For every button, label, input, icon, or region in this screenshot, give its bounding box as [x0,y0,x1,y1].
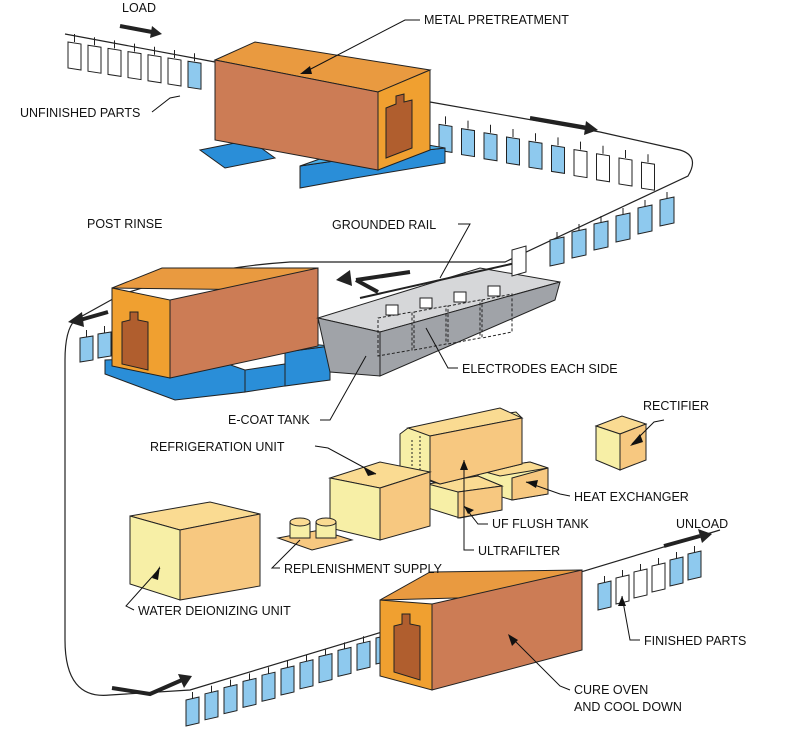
ecoat-tank-label: E-COAT TANK [228,413,310,427]
cure-oven-side [431,569,583,691]
replenishment-supply-label: REPLENISHMENT SUPPLY [284,562,443,576]
part-panel [127,51,142,81]
part-panel [185,696,200,727]
part-panel [97,331,112,359]
rectifier-label: RECTIFIER [643,399,709,413]
part-panel [506,136,520,166]
part-panel [687,550,702,581]
part-panel [659,196,675,227]
arrow-icon [68,310,109,327]
uf-flush-tank-label: UF FLUSH TANK [492,517,589,531]
part-panel [551,144,565,174]
part-panel [299,659,314,690]
replenishment-supply [276,517,354,551]
ecoat-tank-side [379,281,561,377]
part-panel [356,640,371,671]
water-deionizing-unit-label: WATER DEIONIZING UNIT [138,604,291,618]
post-rinse-label: POST RINSE [87,217,162,231]
refrigeration-unit-label: REFRIGERATION UNIT [150,440,285,454]
part-panel [483,132,498,162]
post-rinse-unit [104,267,331,401]
metal-pretreatment-label: METAL PRETREATMENT [424,13,569,27]
part-panel [147,54,162,84]
part-panel [261,671,276,702]
cure-oven [379,569,583,691]
ultrafilter-label: ULTRAFILTER [478,544,560,558]
arrow-icon [663,529,712,548]
part-panel [549,236,565,267]
arrow-icon [529,116,598,135]
cure-oven-label-line2: AND COOL DOWN [574,700,682,714]
part-panel [280,665,295,696]
finished-parts-row [597,546,702,611]
ecoat-tank [316,245,561,377]
part-panel [615,574,630,605]
direction-arrows [68,24,712,697]
part-panel [318,652,333,684]
part-panel [167,57,182,87]
water-deionizing-unit [129,501,261,601]
part-panel [107,47,122,77]
part-panel [67,41,82,71]
part-panel [204,690,219,721]
part-panel [615,212,631,243]
refrigeration-unit [328,461,432,541]
arrow-icon [336,270,411,294]
part-panel [618,157,633,187]
arrow-icon [119,24,162,38]
post-rinse-door [121,311,149,371]
post-rinse-tank-2 [244,363,286,393]
unload-label: UNLOAD [676,517,728,531]
electrodes-each-side-label: ELECTRODES EACH SIDE [462,362,618,376]
metal-pretreatment-unit [198,41,446,189]
electrodes [377,285,513,357]
part-panel [187,60,202,90]
part-panel [637,204,653,235]
part-panel [528,140,543,170]
part-panel [79,335,94,363]
part-panel [651,562,666,593]
rectifier [594,415,648,471]
post-rinse-side [169,267,319,379]
arrow-icon [111,674,192,697]
ultrafilter-assembly [399,407,549,519]
part-panel [596,153,610,183]
grounded-rail-bar [359,261,521,299]
part-panel [597,580,612,611]
unfinished-parts-label: UNFINISHED PARTS [20,106,140,120]
part-panel [337,646,352,678]
part-panel [571,228,587,259]
pretreatment-door [385,93,413,159]
part-panel [593,220,609,251]
part-panel [461,128,475,158]
part-panel [641,161,655,191]
heat-exchanger-label: HEAT EXCHANGER [574,490,689,504]
parts-to-cure-oven [185,630,390,727]
cure-oven-label-line1: CURE OVEN [574,683,648,697]
unfinished-parts-top [67,34,202,90]
load-label: LOAD [122,1,156,15]
leader-lines [125,19,665,691]
parts-approaching-ecoat [549,192,675,267]
cure-oven-door [393,613,421,681]
finished-parts-label: FINISHED PARTS [644,634,746,648]
parts-after-post-rinse [79,326,112,363]
part-panel [438,123,453,153]
part-panel [87,44,102,74]
part-panel [669,556,684,587]
part-panel [633,568,648,599]
part-panel [223,683,238,715]
part-panel [573,149,588,179]
grounded-rail-label: GROUNDED RAIL [332,218,436,232]
part-panel [242,677,257,709]
